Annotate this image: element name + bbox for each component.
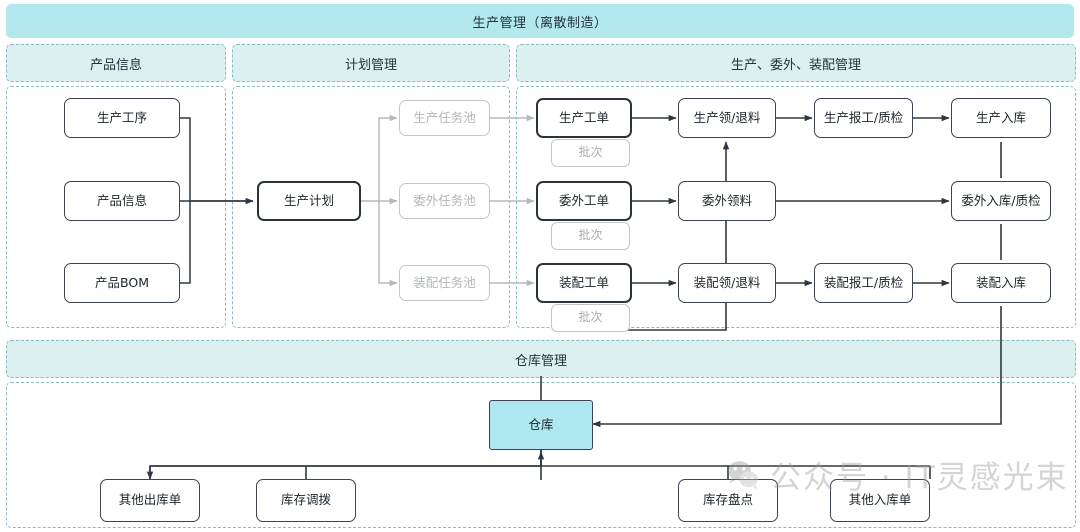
node-production-process[interactable]: 生产工序 <box>64 98 180 138</box>
node-label: 装配入库 <box>975 274 1026 290</box>
node-batch-assembly[interactable]: 批次 <box>551 304 630 332</box>
node-inbound-production[interactable]: 生产入库 <box>951 98 1051 138</box>
node-product-bom[interactable]: 产品BOM <box>64 263 180 303</box>
node-work-order-outsourcing[interactable]: 委外工单 <box>536 181 632 221</box>
node-inbound-assembly[interactable]: 装配入库 <box>951 263 1051 303</box>
node-report-production[interactable]: 生产报工/质检 <box>814 98 913 138</box>
node-label: 库存盘点 <box>702 492 753 508</box>
node-label: 产品信息 <box>96 192 147 208</box>
node-label: 委外工单 <box>558 192 609 208</box>
section-label-plan: 计划管理 <box>344 57 397 73</box>
node-label: 生产工序 <box>96 109 147 125</box>
node-label: 批次 <box>578 145 603 160</box>
node-report-assembly[interactable]: 装配报工/质检 <box>814 263 913 303</box>
node-work-order-assembly[interactable]: 装配工单 <box>536 263 632 303</box>
node-pool-production[interactable]: 生产任务池 <box>399 100 490 136</box>
node-batch-production[interactable]: 批次 <box>551 139 630 167</box>
node-label: 生产入库 <box>975 109 1026 125</box>
section-header-warehouse: 仓库管理 <box>6 340 1076 378</box>
node-label: 生产计划 <box>283 192 334 208</box>
node-label: 生产报工/质检 <box>823 109 904 125</box>
node-label: 批次 <box>578 228 603 243</box>
node-warehouse[interactable]: 仓库 <box>489 400 593 450</box>
section-header-plan: 计划管理 <box>232 44 510 82</box>
node-pool-outsourcing[interactable]: 委外任务池 <box>399 183 490 219</box>
section-header-production: 生产、委外、装配管理 <box>516 44 1076 82</box>
node-other-inbound[interactable]: 其他入库单 <box>830 479 930 522</box>
node-label: 装配领/退料 <box>693 274 761 290</box>
node-label: 库存调拨 <box>280 492 331 508</box>
node-label: 产品BOM <box>95 274 149 290</box>
node-stock-transfer[interactable]: 库存调拨 <box>256 479 356 522</box>
node-pick-outsourcing[interactable]: 委外领料 <box>678 181 776 221</box>
node-pool-assembly[interactable]: 装配任务池 <box>399 265 490 301</box>
node-label: 其他出库单 <box>118 492 182 508</box>
node-label: 装配工单 <box>558 274 609 290</box>
lane-plan <box>232 86 510 328</box>
section-header-product: 产品信息 <box>6 44 226 82</box>
node-label: 其他入库单 <box>848 492 912 508</box>
node-label: 装配报工/质检 <box>823 274 904 290</box>
node-batch-outsourcing[interactable]: 批次 <box>551 222 630 250</box>
section-label-product: 产品信息 <box>89 57 142 73</box>
section-label-warehouse: 仓库管理 <box>514 353 567 369</box>
node-pick-assembly[interactable]: 装配领/退料 <box>678 263 776 303</box>
node-label: 委外领料 <box>701 192 752 208</box>
node-stock-count[interactable]: 库存盘点 <box>678 479 778 522</box>
node-label: 生产任务池 <box>413 109 476 125</box>
node-label: 委外入库/质检 <box>961 192 1041 208</box>
node-label: 批次 <box>578 310 603 325</box>
page-title: 生产管理（离散制造） <box>472 15 608 31</box>
node-label: 生产工单 <box>558 109 609 125</box>
section-label-production: 生产、委外、装配管理 <box>730 57 861 73</box>
node-label: 委外任务池 <box>413 192 476 208</box>
node-pick-production[interactable]: 生产领/退料 <box>678 98 776 138</box>
node-label: 装配任务池 <box>413 274 476 290</box>
node-label: 生产领/退料 <box>693 109 761 125</box>
main-title-band: 生产管理（离散制造） <box>6 4 1074 38</box>
node-production-plan[interactable]: 生产计划 <box>257 181 361 221</box>
node-product-info[interactable]: 产品信息 <box>64 181 180 221</box>
node-label: 仓库 <box>528 416 554 432</box>
node-other-outbound[interactable]: 其他出库单 <box>100 479 200 522</box>
lane-product <box>6 86 226 328</box>
node-work-order-production[interactable]: 生产工单 <box>536 98 632 138</box>
node-inbound-outsourcing[interactable]: 委外入库/质检 <box>951 181 1051 221</box>
